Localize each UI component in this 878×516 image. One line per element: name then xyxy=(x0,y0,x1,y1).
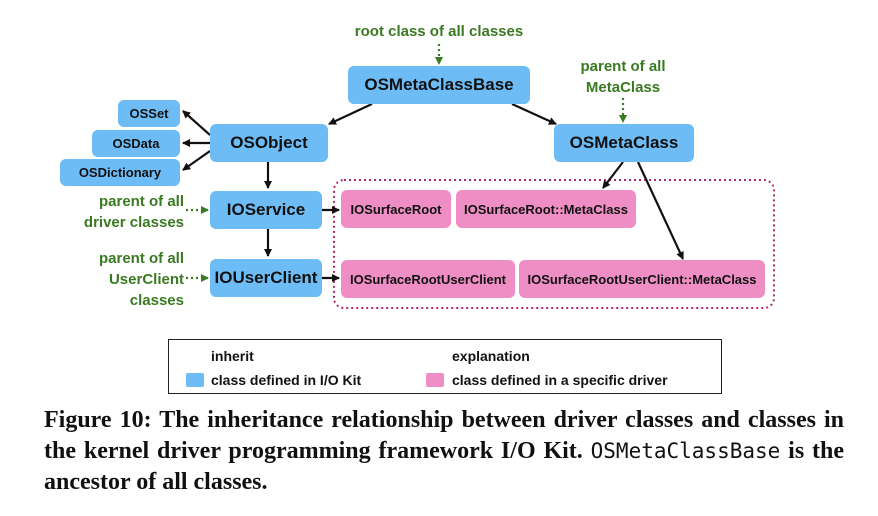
node-iosurfacerootuserclient: IOSurfaceRootUserClient xyxy=(341,260,515,298)
note-userclient-line3: classes xyxy=(129,292,184,309)
note-userclient-line1: parent of all xyxy=(98,250,184,267)
legend: inherit explanation class defined in I/O… xyxy=(168,339,722,394)
node-osmetaclass: OSMetaClass xyxy=(554,124,694,162)
node-iosurfaceroot: IOSurfaceRoot xyxy=(341,190,451,228)
legend-driver-label: class defined in a specific driver xyxy=(452,372,668,388)
note-metaclass-line2: MetaClass xyxy=(585,79,661,96)
arrow-osobject-osset xyxy=(182,110,211,136)
note-parent-of-userclient-classes: parent of all UserClient classes xyxy=(44,248,184,311)
node-osdictionary: OSDictionary xyxy=(60,159,180,186)
arrow-osmetaclass-iosurfacerootuserclient-metaclass xyxy=(637,161,684,260)
legend-driver-swatch xyxy=(426,373,444,387)
legend-iokit-swatch xyxy=(186,373,204,387)
node-iosurfacerootuserclient-metaclass: IOSurfaceRootUserClient::MetaClass xyxy=(519,260,765,298)
arrow-osmetaclassbase-osobject xyxy=(328,103,373,125)
note-parent-of-driver-classes: parent of all driver classes xyxy=(44,191,184,233)
legend-inherit-label: inherit xyxy=(211,348,254,364)
caption-text-2: is the ancestor of all classes. xyxy=(44,438,844,495)
note-driver-line2: driver classes xyxy=(83,214,184,231)
driver-classes-group xyxy=(333,179,775,309)
node-ioservice: IOService xyxy=(210,191,322,229)
caption-code: OSMetaClassBase xyxy=(590,439,781,463)
note-metaclass-line1: parent of all xyxy=(580,58,666,75)
legend-explanation-label: explanation xyxy=(452,348,530,364)
figure-caption: Figure 10: The inheritance relationship … xyxy=(44,405,844,498)
node-osset: OSSet xyxy=(118,100,180,127)
node-osmetaclassbase: OSMetaClassBase xyxy=(348,66,530,104)
note-parent-of-metaclass: parent of all MetaClass xyxy=(563,56,683,98)
note-userclient-line2: UserClient xyxy=(108,271,184,288)
arrow-osmetaclass-iosurfaceroot-metaclass xyxy=(602,161,624,189)
note-root-class: root class of all classes xyxy=(354,23,524,40)
node-iouserclient: IOUserClient xyxy=(210,259,322,297)
legend-iokit-label: class defined in I/O Kit xyxy=(211,372,362,388)
caption-text-1: Figure 10: The inheritance relationship … xyxy=(44,407,844,464)
arrow-osmetaclassbase-osmetaclass xyxy=(511,102,557,126)
note-driver-line1: parent of all xyxy=(98,193,184,210)
node-osobject: OSObject xyxy=(210,124,328,162)
node-osdata: OSData xyxy=(92,130,180,157)
node-iosurfaceroot-metaclass: IOSurfaceRoot::MetaClass xyxy=(456,190,636,228)
arrow-osobject-osdictionary xyxy=(182,150,211,171)
